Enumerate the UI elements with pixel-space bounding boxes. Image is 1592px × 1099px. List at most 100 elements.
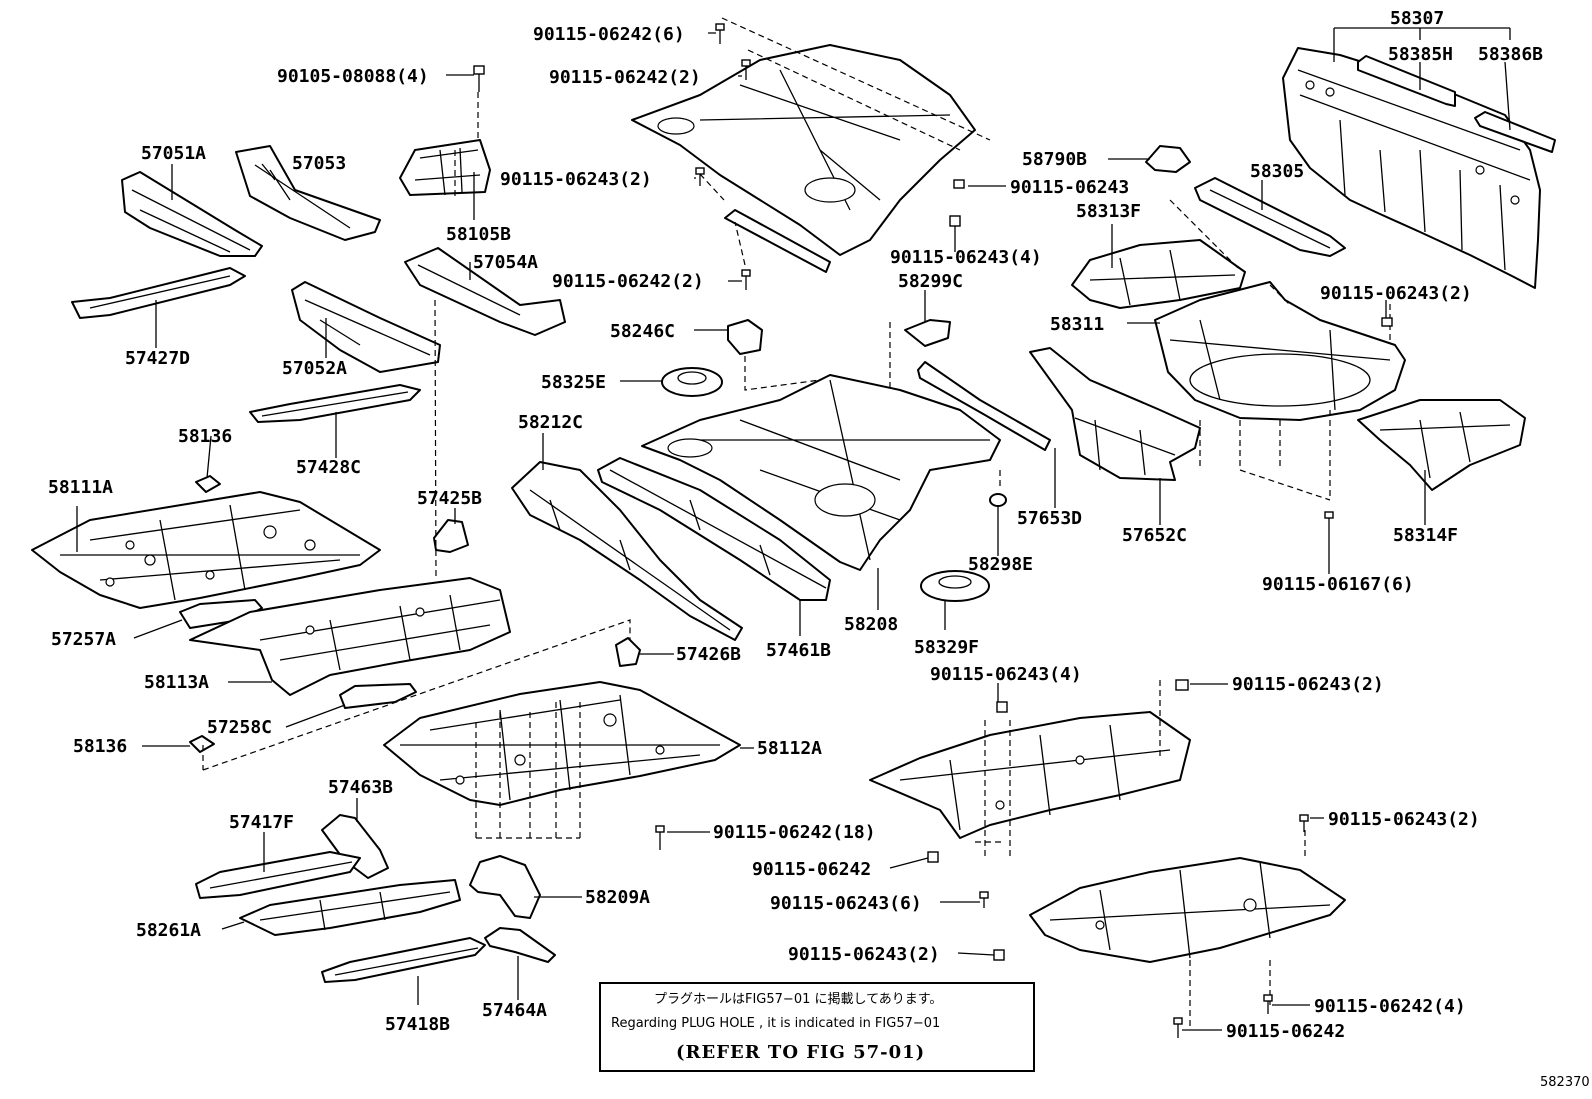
part-58385h[interactable]: [1357, 55, 1456, 107]
label-57054a[interactable]: 57054A: [473, 252, 538, 273]
part-58136-clip-lower[interactable]: [189, 735, 215, 753]
label-57461b[interactable]: 57461B: [766, 640, 831, 661]
label-90115-06242-18[interactable]: 90115-06242(18): [713, 822, 876, 843]
part-58311-spare-tub[interactable]: [1154, 281, 1406, 421]
note-refer-line[interactable]: (REFER TO FIG 57-01): [676, 1042, 925, 1063]
part-58105b[interactable]: [399, 139, 491, 196]
label-90115-06242-single-a[interactable]: 90115-06242: [752, 859, 871, 880]
label-90115-06167-6[interactable]: 90115-06167(6): [1262, 574, 1414, 595]
label-58299c[interactable]: 58299C: [898, 271, 963, 292]
label-58208[interactable]: 58208: [844, 614, 898, 635]
label-57427d[interactable]: 57427D: [125, 348, 190, 369]
part-58113a-tunnel[interactable]: [189, 577, 511, 696]
part-rear-floor-upper[interactable]: [631, 44, 976, 256]
label-58212c[interactable]: 58212C: [518, 412, 583, 433]
part-58212c-side-member[interactable]: [511, 461, 743, 641]
label-58329f[interactable]: 58329F: [914, 637, 979, 658]
part-58246c[interactable]: [727, 319, 763, 355]
part-57426b[interactable]: [615, 637, 641, 667]
label-58313f[interactable]: 58313F: [1076, 201, 1141, 222]
label-57463b[interactable]: 57463B: [328, 777, 393, 798]
part-58790b[interactable]: [1145, 145, 1191, 173]
part-57052a[interactable]: [291, 281, 441, 373]
label-58136-lower[interactable]: 58136: [73, 736, 127, 757]
label-58314f[interactable]: 58314F: [1393, 525, 1458, 546]
label-58790b[interactable]: 58790B: [1022, 149, 1087, 170]
part-58307-back-panel[interactable]: [1282, 47, 1541, 289]
label-90115-06243-top[interactable]: 90115-06243: [1010, 177, 1129, 198]
label-90115-06243-2-top[interactable]: 90115-06243(2): [500, 169, 652, 190]
label-58307[interactable]: 58307: [1390, 8, 1444, 29]
part-58314f[interactable]: [1357, 399, 1526, 491]
label-90115-06242-4[interactable]: 90115-06242(4): [1314, 996, 1466, 1017]
part-58208-rear-floor[interactable]: [641, 374, 1001, 571]
label-90115-06242-2-mid[interactable]: 90115-06242(2): [552, 271, 704, 292]
label-57053[interactable]: 57053: [292, 153, 346, 174]
label-57464a[interactable]: 57464A: [482, 1000, 547, 1021]
part-58325e-plug[interactable]: [661, 367, 723, 397]
part-rear-floor-lower-right[interactable]: [1029, 857, 1346, 963]
part-rear-floor-lower-center[interactable]: [869, 711, 1191, 839]
label-57418b[interactable]: 57418B: [385, 1014, 450, 1035]
label-90115-06243-2-br[interactable]: 90115-06243(2): [1328, 809, 1480, 830]
part-57418b[interactable]: [321, 937, 486, 983]
label-58261a[interactable]: 58261A: [136, 920, 201, 941]
part-57464a[interactable]: [484, 927, 556, 963]
label-58246c[interactable]: 58246C: [610, 321, 675, 342]
part-57257a[interactable]: [179, 599, 263, 629]
label-57052a[interactable]: 57052A: [282, 358, 347, 379]
label-58386b[interactable]: 58386B: [1478, 44, 1543, 65]
label-58385h[interactable]: 58385H: [1388, 44, 1453, 65]
label-58113a[interactable]: 58113A: [144, 672, 209, 693]
label-57426b[interactable]: 57426B: [676, 644, 741, 665]
label-57425b[interactable]: 57425B: [417, 488, 482, 509]
part-57461b-side-rail[interactable]: [597, 457, 831, 601]
label-57652c[interactable]: 57652C: [1122, 525, 1187, 546]
part-57652c[interactable]: [1029, 347, 1201, 481]
label-57417f[interactable]: 57417F: [229, 812, 294, 833]
label-57258c[interactable]: 57258C: [207, 717, 272, 738]
label-90115-06243-4-top[interactable]: 90115-06243(4): [890, 247, 1042, 268]
part-58299c[interactable]: [904, 319, 951, 347]
part-58112a-front-floor[interactable]: [383, 681, 741, 806]
part-58329f-plug[interactable]: [920, 570, 990, 602]
part-58386b[interactable]: [1474, 111, 1556, 153]
part-57054a[interactable]: [404, 247, 566, 336]
label-58112a[interactable]: 58112A: [757, 738, 822, 759]
part-58111a-front-floor[interactable]: [31, 491, 381, 609]
label-58111a[interactable]: 58111A: [48, 477, 113, 498]
part-57417f[interactable]: [195, 851, 361, 899]
label-58209a[interactable]: 58209A: [585, 887, 650, 908]
label-58105b[interactable]: 58105B: [446, 224, 511, 245]
part-57053[interactable]: [235, 145, 381, 241]
label-90115-06243-2-lower[interactable]: 90115-06243(2): [1232, 674, 1384, 695]
part-57428c[interactable]: [249, 384, 421, 423]
part-57653d[interactable]: [917, 361, 1051, 451]
label-90115-06243-6[interactable]: 90115-06243(6): [770, 893, 922, 914]
label-90115-06242-6[interactable]: 90115-06242(6): [533, 24, 685, 45]
part-58136-clip-upper[interactable]: [195, 475, 221, 493]
label-58311[interactable]: 58311: [1050, 314, 1104, 335]
part-57427d[interactable]: [71, 267, 246, 319]
part-57425b[interactable]: [433, 519, 469, 553]
part-57051a[interactable]: [121, 171, 263, 257]
label-90105-08088-4[interactable]: 90105-08088(4): [277, 66, 429, 87]
label-58305[interactable]: 58305: [1250, 161, 1304, 182]
label-57051a[interactable]: 57051A: [141, 143, 206, 164]
part-58298e[interactable]: [989, 493, 1007, 507]
part-rear-floor-rail[interactable]: [724, 209, 831, 273]
part-58313f[interactable]: [1071, 239, 1246, 309]
label-58298e[interactable]: 58298E: [968, 554, 1033, 575]
part-58261a[interactable]: [239, 879, 461, 936]
label-90115-06242-single-b[interactable]: 90115-06242: [1226, 1021, 1345, 1042]
label-90115-06242-2-top[interactable]: 90115-06242(2): [549, 67, 701, 88]
label-57428c[interactable]: 57428C: [296, 457, 361, 478]
label-58136-upper[interactable]: 58136: [178, 426, 232, 447]
label-57653d[interactable]: 57653D: [1017, 508, 1082, 529]
label-90115-06243-2-bottom[interactable]: 90115-06243(2): [788, 944, 940, 965]
label-90115-06243-2-right[interactable]: 90115-06243(2): [1320, 283, 1472, 304]
part-57258c[interactable]: [339, 683, 417, 709]
label-58325e[interactable]: 58325E: [541, 372, 606, 393]
part-58209a[interactable]: [469, 855, 541, 919]
label-90115-06243-4-lower[interactable]: 90115-06243(4): [930, 664, 1082, 685]
